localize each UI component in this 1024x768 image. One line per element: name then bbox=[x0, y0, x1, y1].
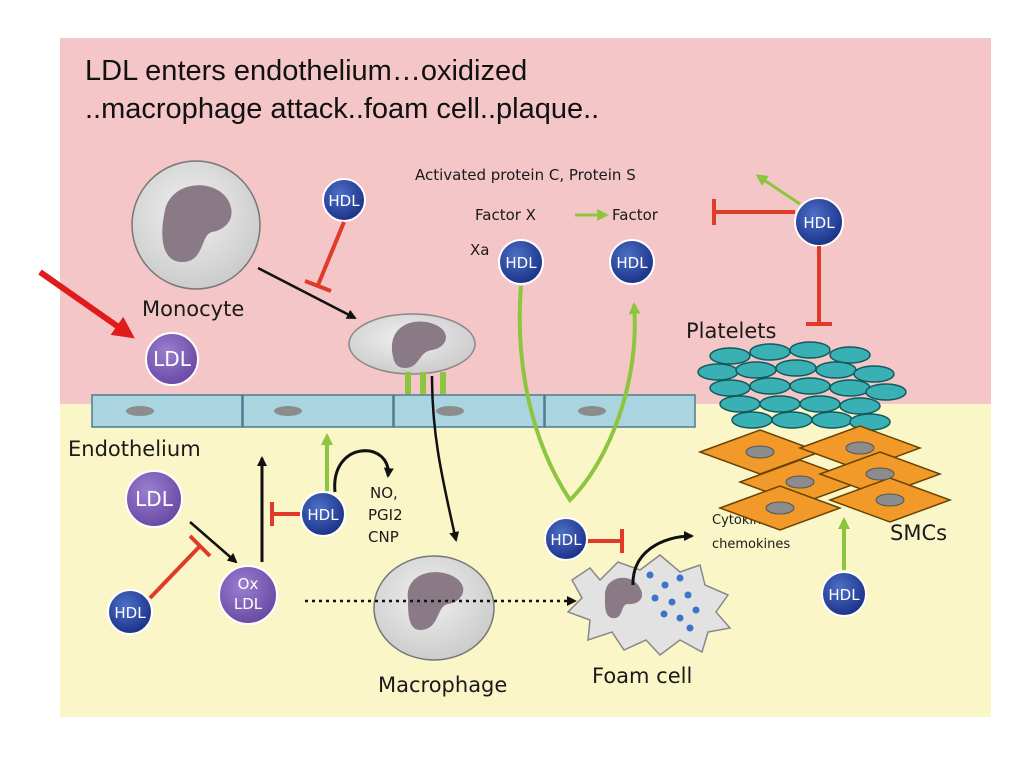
inhibit-bar bbox=[304, 279, 332, 293]
cytokine-dot bbox=[686, 624, 694, 632]
production-arrow bbox=[333, 449, 394, 493]
cytokine-dot bbox=[651, 594, 659, 602]
svg-text:HDL: HDL bbox=[828, 586, 860, 604]
foam-cell bbox=[566, 554, 732, 657]
transmigration-arrow bbox=[430, 375, 460, 542]
oxidation-arrow bbox=[189, 521, 238, 564]
inhibit-line bbox=[316, 221, 346, 286]
svg-text:LDL: LDL bbox=[153, 347, 192, 371]
svg-text:HDL: HDL bbox=[550, 531, 582, 549]
factor-label: Factor bbox=[612, 206, 659, 224]
chemokines-label: chemokines bbox=[712, 537, 790, 552]
factor-x-label: Factor X bbox=[475, 206, 536, 224]
hdl-molecule: HDL bbox=[544, 517, 588, 561]
hdl-molecule: HDL bbox=[498, 239, 544, 285]
platelets-cluster bbox=[697, 341, 907, 431]
pointer-arrow bbox=[38, 269, 135, 339]
adhesion-molecule bbox=[405, 372, 411, 394]
svg-text:HDL: HDL bbox=[803, 214, 835, 232]
inhibit-bar bbox=[188, 534, 212, 558]
cytokine-dot bbox=[676, 614, 684, 622]
xa-label: Xa bbox=[470, 241, 489, 259]
platelets-label: Platelets bbox=[686, 319, 776, 343]
ldl-molecule: LDL bbox=[145, 332, 199, 386]
hdl-molecule: HDL bbox=[609, 239, 655, 285]
svg-text:HDL: HDL bbox=[307, 506, 339, 524]
svg-text:LDL: LDL bbox=[135, 487, 174, 511]
macrophage-label: Macrophage bbox=[378, 673, 507, 697]
cytokine-dot bbox=[660, 610, 668, 618]
smc-nuclei bbox=[745, 441, 905, 515]
cnp-label: CNP bbox=[368, 528, 399, 546]
monocyte-migration-arrow bbox=[257, 266, 357, 320]
hdl-molecule: HDL bbox=[821, 571, 867, 617]
monocyte-label: Monocyte bbox=[142, 297, 244, 321]
foam-cell-label: Foam cell bbox=[592, 664, 692, 688]
hdl-molecule: HDL bbox=[794, 197, 844, 247]
endothelium-label: Endothelium bbox=[68, 437, 201, 461]
svg-text:HDL: HDL bbox=[114, 604, 146, 622]
hdl-molecule: HDL bbox=[322, 178, 366, 222]
pgi2-label: PGI2 bbox=[368, 506, 403, 524]
svg-text:HDL: HDL bbox=[616, 254, 648, 272]
title-line-2: ..macrophage attack..foam cell..plaque.. bbox=[85, 93, 599, 125]
adhesion-molecule bbox=[440, 372, 446, 394]
cytokine-dot bbox=[684, 591, 692, 599]
hdl-molecule: HDL bbox=[107, 589, 153, 635]
activated-protein-label: Activated protein C, Protein S bbox=[415, 166, 636, 184]
hdl-recycling-loop bbox=[517, 285, 641, 504]
no-label: NO, bbox=[370, 484, 398, 502]
ox-ldl-molecule: Ox LDL bbox=[218, 565, 278, 625]
smcs-label: SMCs bbox=[890, 521, 947, 545]
migrating-monocyte bbox=[348, 313, 476, 375]
cytokine-release-arrow bbox=[631, 531, 694, 586]
svg-text:HDL: HDL bbox=[328, 192, 360, 210]
endothelium-layer bbox=[91, 394, 696, 428]
cytokine-dot bbox=[692, 606, 700, 614]
cytokine-dot bbox=[661, 581, 669, 589]
hdl-molecule: HDL bbox=[300, 491, 346, 537]
cytokine-dot bbox=[668, 598, 676, 606]
svg-text:LDL: LDL bbox=[234, 595, 263, 613]
macrophage bbox=[373, 555, 495, 661]
svg-text:HDL: HDL bbox=[505, 254, 537, 272]
activate-arrow bbox=[755, 174, 801, 206]
svg-text:Ox: Ox bbox=[238, 575, 259, 593]
adhesion-molecule bbox=[420, 372, 426, 394]
cytokine-dot bbox=[646, 571, 654, 579]
title-line-1: LDL enters endothelium…oxidized bbox=[85, 55, 527, 87]
inhibit-line bbox=[148, 544, 202, 600]
monocyte bbox=[131, 160, 261, 290]
ldl-molecule: LDL bbox=[125, 470, 183, 528]
cytokine-dot bbox=[676, 574, 684, 582]
